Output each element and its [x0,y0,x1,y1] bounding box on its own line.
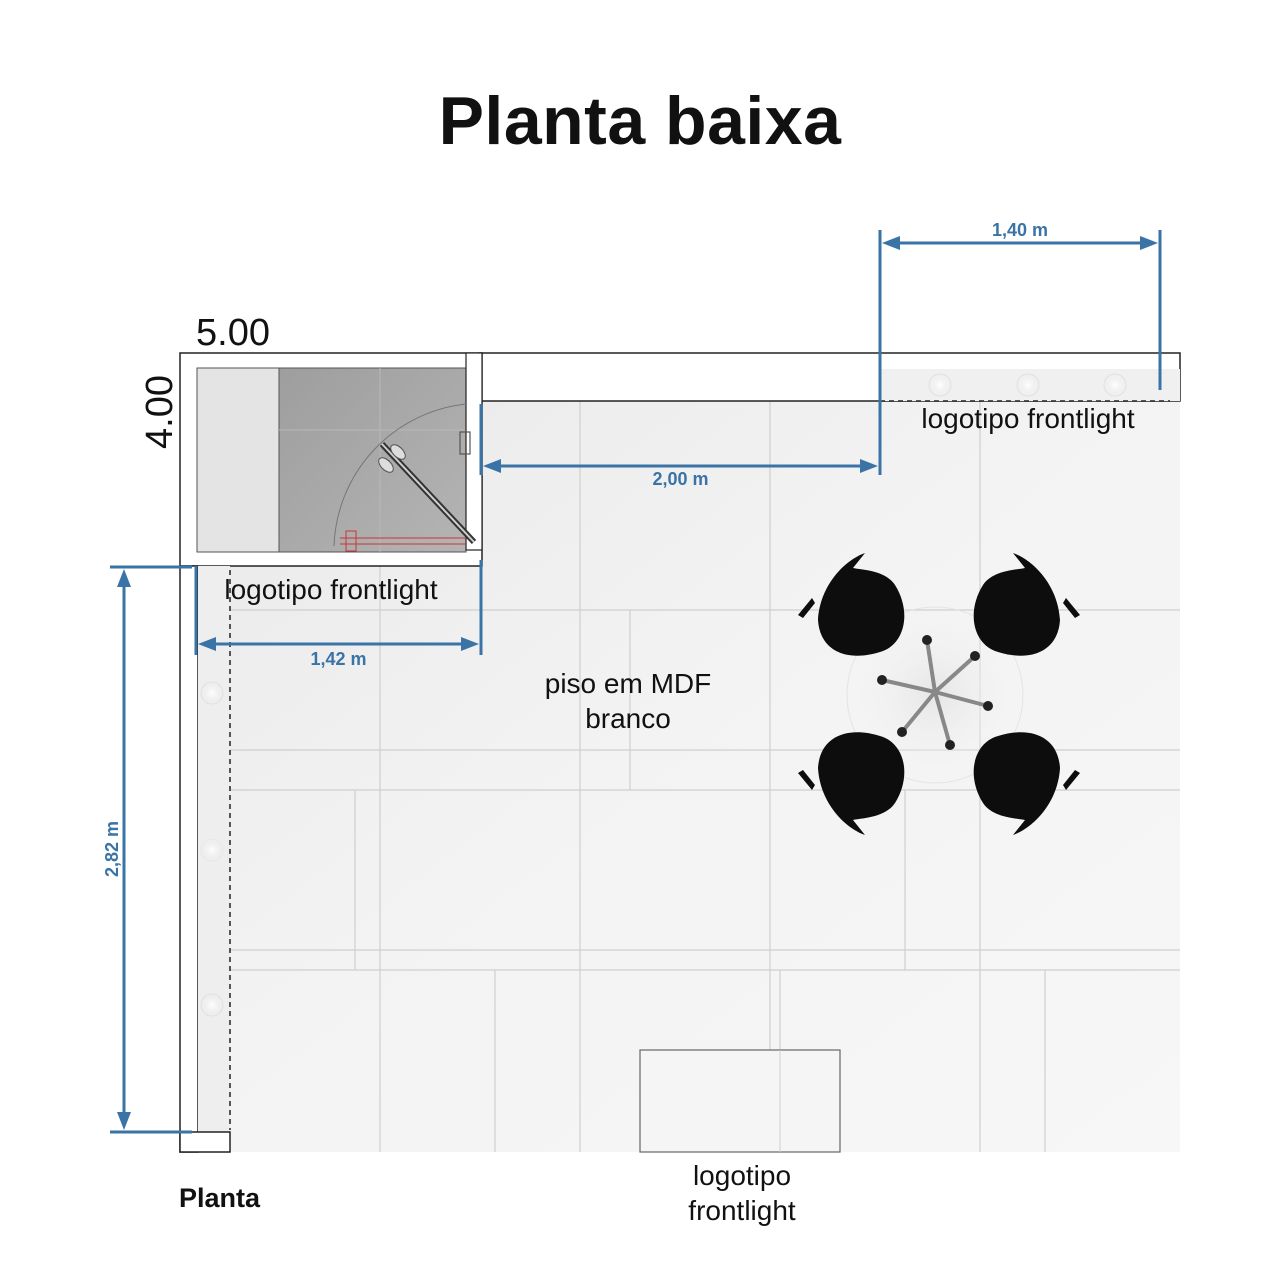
measure-mid: 2,00 m [652,469,709,489]
logo-label-top-right: logotipo frontlight [921,403,1135,434]
width-value: 5.00 [196,312,270,354]
table-set [798,553,1080,835]
logo-label-left: logotipo frontlight [224,574,438,605]
chair [973,732,1080,835]
door-handle [390,444,406,460]
logo-label-bottom-line2: frontlight [688,1195,796,1226]
storage-room-floor [278,367,467,553]
page-title: Planta baixa [438,83,842,159]
spotlight [928,373,952,397]
spotlight [1103,373,1127,397]
spotlight [200,681,224,705]
spotlight [200,993,224,1017]
floor-label-line2: branco [585,703,671,734]
floor-label: piso em MDF branco [480,666,776,736]
floor-label-line1: piso em MDF [544,668,712,699]
depth-value: 4.00 [139,375,181,449]
measure-vertical: 2,82 m [102,821,122,877]
logo-label-bottom-line1: logotipo [692,1160,792,1191]
door-hardware [340,530,466,552]
chair [798,553,905,656]
door-handle [378,457,394,473]
storage-shelf [196,367,280,553]
dimension-lines [110,230,1162,1134]
spotlight [200,838,224,862]
chair [973,553,1080,656]
measure-top-right: 1,40 m [991,220,1049,240]
spotlight [1016,373,1040,397]
door-lock [459,431,471,455]
door-swing-arc [333,403,467,547]
reception-counter [639,1049,841,1153]
measure-left-bottom: 1,42 m [310,649,367,669]
left-wall-foot [179,1131,231,1153]
table-base [880,638,990,747]
plan-caption: Planta [179,1183,261,1213]
chair [798,732,905,835]
logo-label-bottom: logotipo frontlight [600,1158,884,1228]
